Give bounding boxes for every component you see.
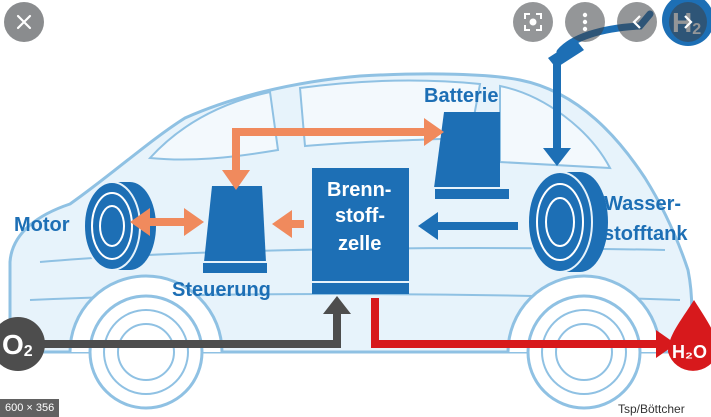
close-button[interactable] [4,2,44,42]
tank-label-line1: Wasser- [604,193,681,215]
water-drop: H₂O [668,300,711,371]
motor-label: Motor [14,214,70,236]
close-icon [16,14,32,30]
tank-label-line2: stofftank [603,223,688,245]
next-image-button[interactable] [669,2,707,42]
water-label: H₂O [672,342,707,362]
arrow-tank-to-fuel-cell [418,212,518,240]
rear-wheel [506,274,662,410]
controller [201,186,269,275]
more-vert-icon [582,12,588,32]
arrow-motor-controller [130,208,204,236]
image-dimensions-badge: 600 × 356 [0,399,60,417]
controller-label: Steuerung [172,279,271,301]
oxygen-badge: O2 [0,317,45,371]
arrow-nozzle-to-tank [543,58,571,166]
fuel-cell [312,168,409,294]
arrow-controller-battery [222,118,444,190]
front-wheel [68,274,224,410]
more-options-button[interactable] [565,2,605,42]
hydrogen-tank [527,171,608,273]
lens-search-button[interactable] [513,2,553,42]
oxygen-label: O2 [2,329,33,360]
fuel-cell-label-line1: Brenn- [327,179,391,201]
image-credit: Tsp/Böttcher [618,402,685,416]
motor [83,181,156,271]
fuel-cell-label-line2: stoff- [335,205,385,227]
chevron-right-icon [684,15,693,29]
fuel-cell-label-line3: zelle [338,233,381,255]
previous-image-button[interactable] [617,2,657,42]
arrow-fuel-cell-to-controller [272,210,304,238]
battery [433,112,511,201]
arrow-fuel-cell-to-water [371,298,676,358]
lens-icon [524,13,542,31]
battery-label: Batterie [424,85,498,107]
chevron-left-icon [632,15,641,29]
arrow-oxygen-to-fuel-cell [40,296,351,348]
car-window [147,90,280,161]
